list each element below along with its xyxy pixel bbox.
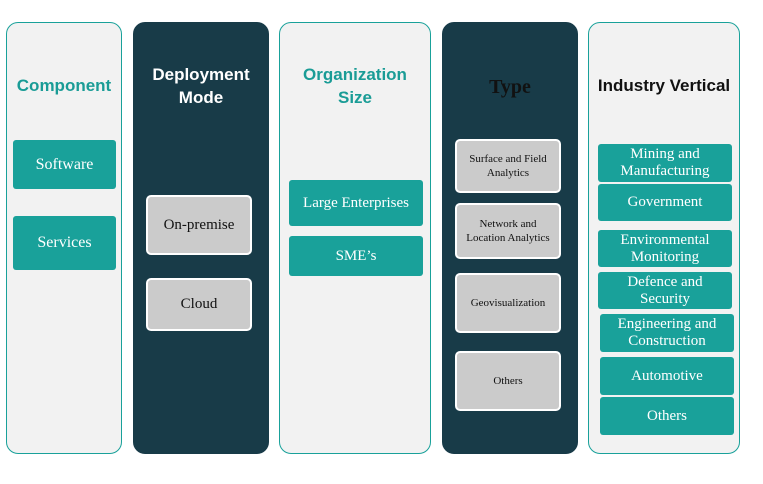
column-deployment-mode: Deployment Mode On-premise Cloud: [133, 22, 269, 454]
column-title-component: Component: [16, 76, 112, 95]
item-cloud: Cloud: [146, 278, 252, 331]
item-on-premise: On-premise: [146, 195, 252, 255]
item-environmental-monitoring: Environmental Monitoring: [598, 230, 732, 267]
column-organization-size: Organization Size Large Enterprises SME’…: [279, 22, 431, 454]
item-engineering-and-construction: Engineering and Construction: [600, 314, 734, 352]
item-type-others: Others: [455, 351, 561, 411]
column-title-deployment-mode: Deployment Mode: [152, 65, 250, 107]
column-industry-vertical: Industry Vertical Mining and Manufacturi…: [588, 22, 740, 454]
item-mining-and-manufacturing: Mining and Manufacturing: [598, 144, 732, 182]
column-type: Type Surface and Field Analytics Network…: [442, 22, 578, 454]
column-title-type: Type: [489, 76, 531, 98]
item-large-enterprises: Large Enterprises: [289, 180, 423, 226]
item-software: Software: [13, 140, 116, 189]
column-title-organization-size: Organization Size: [303, 65, 407, 107]
item-smes: SME’s: [289, 236, 423, 276]
item-geovisualization: Geovisualization: [455, 273, 561, 333]
item-services: Services: [13, 216, 116, 270]
item-automotive: Automotive: [600, 357, 734, 395]
item-government: Government: [598, 184, 732, 221]
column-title-industry-vertical: Industry Vertical: [597, 76, 731, 95]
column-component: Component Software Services: [6, 22, 122, 454]
item-industry-others: Others: [600, 397, 734, 435]
item-network-and-location-analytics: Network and Location Analytics: [455, 203, 561, 259]
item-defence-and-security: Defence and Security: [598, 272, 732, 309]
item-surface-and-field-analytics: Surface and Field Analytics: [455, 139, 561, 193]
